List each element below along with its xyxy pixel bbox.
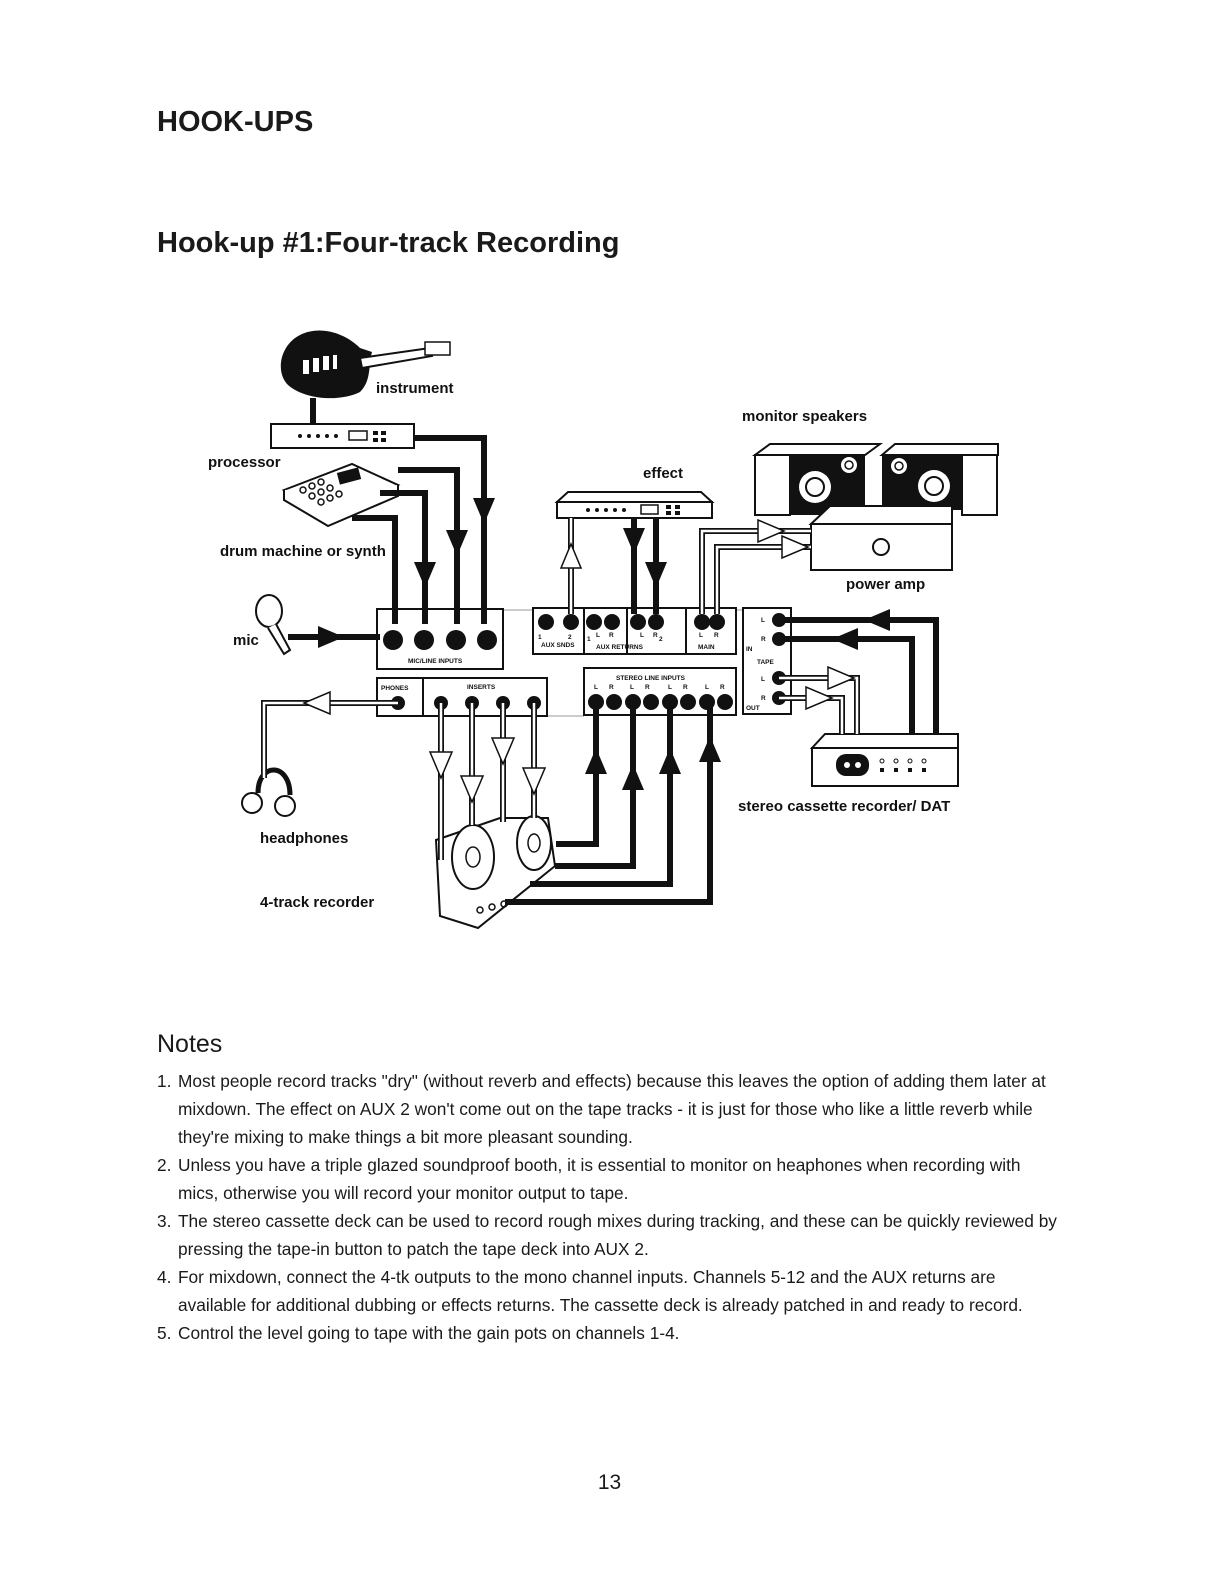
headphones-icon [241, 767, 296, 817]
speaker-left [751, 443, 884, 516]
drum-machine-label: drum machine or synth [220, 543, 386, 560]
st-3-r: R [683, 684, 688, 691]
aux-ret-1-l: L [596, 632, 600, 639]
st-1-l: L [594, 684, 598, 691]
note-text: Most people record tracks "dry" (without… [178, 1071, 1046, 1147]
note-item: 5. Control the level going to tape with t… [157, 1319, 1057, 1347]
st-3-l: L [668, 684, 672, 691]
section-title: Hook-up #1:Four-track Recording [157, 227, 620, 259]
note-number: 5. [157, 1323, 172, 1343]
phones-label: PHONES [381, 685, 409, 692]
aux-ret-2-r: R [653, 632, 658, 639]
aux-ret-2-l: L [640, 632, 644, 639]
note-text: Control the level going to tape with the… [178, 1323, 680, 1343]
note-number: 3. [157, 1211, 172, 1231]
page-number: 13 [597, 1471, 622, 1494]
headphones-label: headphones [260, 830, 348, 847]
tape-label: TAPE [757, 659, 775, 666]
four-track-label: 4-track recorder [260, 894, 374, 911]
tape-out-label: OUT [746, 705, 760, 712]
processor-unit [270, 423, 415, 449]
mic-line-inputs-label: MIC/LINE INPUTS [408, 658, 463, 665]
note-text: The stereo cassette deck can be used to … [178, 1211, 1057, 1259]
power-amp-unit [808, 505, 953, 571]
st-1-r: R [609, 684, 614, 691]
aux-send-2-num: 2 [568, 634, 572, 641]
cables [261, 435, 939, 905]
page-heading: HOOK-UPS [157, 106, 314, 138]
mic-icon [255, 594, 292, 656]
instrument-label: instrument [376, 380, 454, 397]
note-number: 1. [157, 1071, 172, 1091]
aux-ret-1-num: 1 [587, 636, 591, 643]
processor-label: processor [208, 454, 281, 471]
aux-sends-label: AUX SNDS [541, 642, 575, 649]
notes-heading: Notes [157, 1030, 223, 1058]
tape-in-r: R [761, 636, 766, 643]
main-l: L [699, 632, 703, 639]
four-track-recorder-unit [434, 815, 557, 930]
effect-label: effect [643, 465, 683, 482]
tape-out-r: R [761, 695, 766, 702]
inserts-label: INSERTS [467, 684, 496, 691]
tape-in-l: L [761, 617, 765, 624]
note-number: 2. [157, 1155, 172, 1175]
cassette-label: stereo cassette recorder/ DAT [738, 798, 950, 815]
power-amp-label: power amp [846, 576, 925, 593]
monitor-speakers-label: monitor speakers [742, 408, 867, 425]
main-r: R [714, 632, 719, 639]
note-item: 4. For mixdown, connect the 4-tk outputs … [157, 1263, 1057, 1319]
note-text: Unless you have a triple glazed soundpro… [178, 1155, 1021, 1203]
tape-in-label: IN [746, 646, 753, 653]
note-item: 1. Most people record tracks "dry" (witho… [157, 1067, 1057, 1151]
aux-ret-2-num: 2 [659, 636, 663, 643]
stereo-line-inputs-label: STEREO LINE INPUTS [616, 675, 686, 682]
note-item: 3. The stereo cassette deck can be used t… [157, 1207, 1057, 1263]
speaker-right [879, 443, 999, 516]
st-4-l: L [705, 684, 709, 691]
st-2-r: R [645, 684, 650, 691]
note-number: 4. [157, 1267, 172, 1287]
aux-send-1-num: 1 [538, 634, 542, 641]
mixer-panel: MIC/LINE INPUTS 1 2 AUX SNDS 1 L R L R 2… [376, 607, 792, 717]
hookup-diagram: instrument processor drum machine or syn… [208, 330, 999, 930]
notes-list: 1. Most people record tracks "dry" (witho… [157, 1067, 1057, 1347]
st-2-l: L [630, 684, 634, 691]
st-4-r: R [720, 684, 725, 691]
cassette-recorder-unit [809, 733, 959, 787]
aux-ret-1-r: R [609, 632, 614, 639]
tape-out-l: L [761, 676, 765, 683]
note-item: 2. Unless you have a triple glazed soundp… [157, 1151, 1057, 1207]
guitar-icon [280, 330, 451, 425]
effect-unit [554, 491, 715, 519]
aux-returns-label: AUX RETURNS [596, 644, 644, 651]
note-text: For mixdown, connect the 4-tk outputs to… [178, 1267, 1023, 1315]
mic-label: mic [233, 632, 259, 649]
main-label: MAIN [698, 644, 715, 651]
